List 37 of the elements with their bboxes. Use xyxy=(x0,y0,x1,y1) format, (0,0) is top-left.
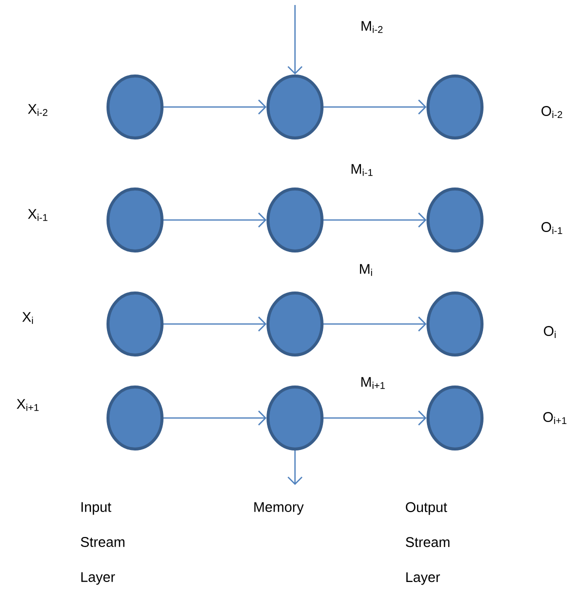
arrow xyxy=(164,410,266,426)
variable-label: M$_{i}$ xyxy=(360,264,372,276)
variable-label: O$_{i-1}$ xyxy=(542,222,562,234)
arrow xyxy=(288,450,302,485)
node-circle xyxy=(426,386,484,450)
variable-label: M$_{i-2}$ xyxy=(362,21,383,33)
variable-label: O$_{i}$ xyxy=(544,326,556,338)
node-circle xyxy=(266,292,324,356)
layer-caption: Input Stream Layer xyxy=(80,502,124,585)
node-circle xyxy=(266,386,324,450)
arrow xyxy=(288,5,302,74)
node-circle xyxy=(266,74,324,140)
variable-label: M$_{i+1}$ xyxy=(361,377,385,389)
node-circle xyxy=(106,386,164,450)
node-circle xyxy=(426,188,484,252)
variable-label: X$_{i-1}$ xyxy=(28,209,48,221)
arrow xyxy=(164,212,266,228)
node-circle xyxy=(426,292,484,356)
arrow xyxy=(164,100,266,114)
variable-label: X$_{i+1}$ xyxy=(16,399,39,411)
layer-caption: Output Stream Layer xyxy=(406,502,450,585)
node-circle xyxy=(426,74,484,140)
node-circle xyxy=(266,188,324,252)
arrow xyxy=(324,316,426,332)
node-circle xyxy=(106,292,164,356)
node-circle xyxy=(106,74,164,140)
arrow xyxy=(324,410,426,426)
variable-label: O$_{i-2}$ xyxy=(542,106,562,118)
layer-caption: Memory xyxy=(254,502,304,515)
variable-label: O$_{i+1}$ xyxy=(543,412,566,424)
variable-label: M$_{i-1}$ xyxy=(352,164,373,176)
arrow xyxy=(324,212,426,228)
arrow xyxy=(324,100,426,114)
node-circle xyxy=(106,188,164,252)
variable-label: X$_{i}$ xyxy=(22,312,33,324)
variable-label: X$_{i-2}$ xyxy=(28,104,48,116)
arrow xyxy=(164,316,266,332)
